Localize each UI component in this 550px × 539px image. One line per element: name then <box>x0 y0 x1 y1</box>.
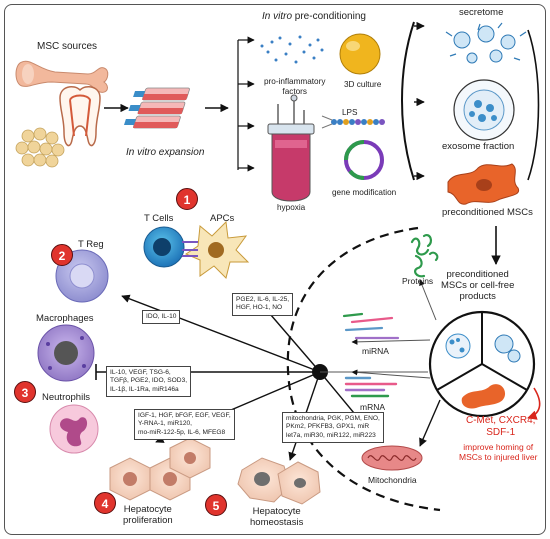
preconditioning-title-italic: In vitro <box>262 11 293 22</box>
proteins-label: Proteins <box>402 276 434 286</box>
hepatocytes-proliferation-icon <box>109 437 211 501</box>
badge-3: 3 <box>14 381 36 403</box>
hepatocyte-homeostasis-label: Hepatocyte homeostasis <box>250 506 304 528</box>
tooth-icon <box>59 85 101 147</box>
t-reg-label: T Reg <box>78 239 104 250</box>
mrna-label: mRNA <box>360 402 386 412</box>
homing-factors-label: C-Met, CXCR4, SDF-1 <box>466 415 536 438</box>
t-cells-label: T Cells <box>144 213 174 224</box>
apcs-label: APCs <box>210 213 235 224</box>
culture-flasks-icon <box>123 87 190 129</box>
hepatocyte-homeostasis-icon <box>237 457 321 505</box>
hypoxia-bioreactor-icon <box>267 94 315 202</box>
exosome-fraction-icon <box>453 79 515 141</box>
expansion-label: In vitro expansion <box>126 147 205 158</box>
apc-icon <box>184 220 250 279</box>
badge-5: 5 <box>205 494 227 516</box>
homing-text-label: improve homing of MSCs to injured liver <box>459 442 538 462</box>
t-cell-icon <box>143 226 185 268</box>
secretome-icon <box>445 22 527 64</box>
figure-frame <box>4 4 546 535</box>
macrophages-label: Macrophages <box>36 313 94 324</box>
neutrophils-label: Neutrophils <box>42 392 91 403</box>
gene-modification-label: gene modification <box>332 188 397 197</box>
adipose-tissue-icon <box>15 127 65 168</box>
neutrophil-icon <box>49 404 99 454</box>
plasmid-icon <box>344 140 384 180</box>
proteins-icon <box>410 234 439 278</box>
badge-2: 2 <box>51 244 73 266</box>
right-brace <box>401 21 415 181</box>
mitochondria-icon <box>361 445 423 471</box>
neutrophil-factors-box: IL-10, VEGF, TSG-6, TGFβ, PGE2, IDO, SOD… <box>106 366 192 398</box>
secretome-label: secretome <box>459 7 504 18</box>
mirna-icon <box>342 312 400 340</box>
msc-sources-label: MSC sources <box>37 41 98 52</box>
treg-factors-box: IDO, IL-10 <box>142 310 181 325</box>
hepatocyte-proliferation-label: Hepatocyte proliferation <box>123 504 173 526</box>
lps-molecule-icon <box>321 115 385 129</box>
cell-free-products-icon <box>428 310 536 418</box>
3d-culture-spheroid-icon <box>339 33 381 75</box>
badge-4: 4 <box>94 492 116 514</box>
proinflammatory-factors-icon <box>260 35 324 64</box>
preconditioned-msc-icon <box>447 163 520 205</box>
proinflammatory-label: pro-inflammatory factors <box>264 77 326 96</box>
preconditioning-title: In vitro pre-conditioning <box>262 11 366 22</box>
exosome-label: exosome fraction <box>442 141 515 152</box>
receptor-binding-icon <box>182 241 198 257</box>
bone-icon <box>15 60 109 93</box>
badge-1: 1 <box>176 188 198 210</box>
mrna-icon <box>344 376 398 398</box>
homeostasis-factors-box: mitochondria, PGK, PGM, ENO, PKm2, PFKFB… <box>282 412 384 444</box>
preconditioning-title-rest: pre-conditioning <box>292 11 366 22</box>
lps-label: LPS <box>342 108 358 117</box>
mitochondria-label: Mitochondria <box>368 475 417 485</box>
hypoxia-label: hypoxia <box>277 203 306 212</box>
proliferation-factors-box: IGF-1, HGF, bFGF, EGF, VEGF, Y-RNA-1, mi… <box>134 409 235 441</box>
apc-factors-box: PGE2, IL-6, IL-25, HGF, HO-1, NO <box>232 293 294 316</box>
dashed-boundary <box>286 226 441 512</box>
culture3d-label: 3D culture <box>344 80 382 89</box>
products-label: preconditioned MSCs or cell-free product… <box>441 269 515 302</box>
preconditioned-mscs-label: preconditioned MSCs <box>442 207 533 218</box>
mirna-label: miRNA <box>362 346 389 356</box>
macrophage-icon <box>37 324 95 382</box>
